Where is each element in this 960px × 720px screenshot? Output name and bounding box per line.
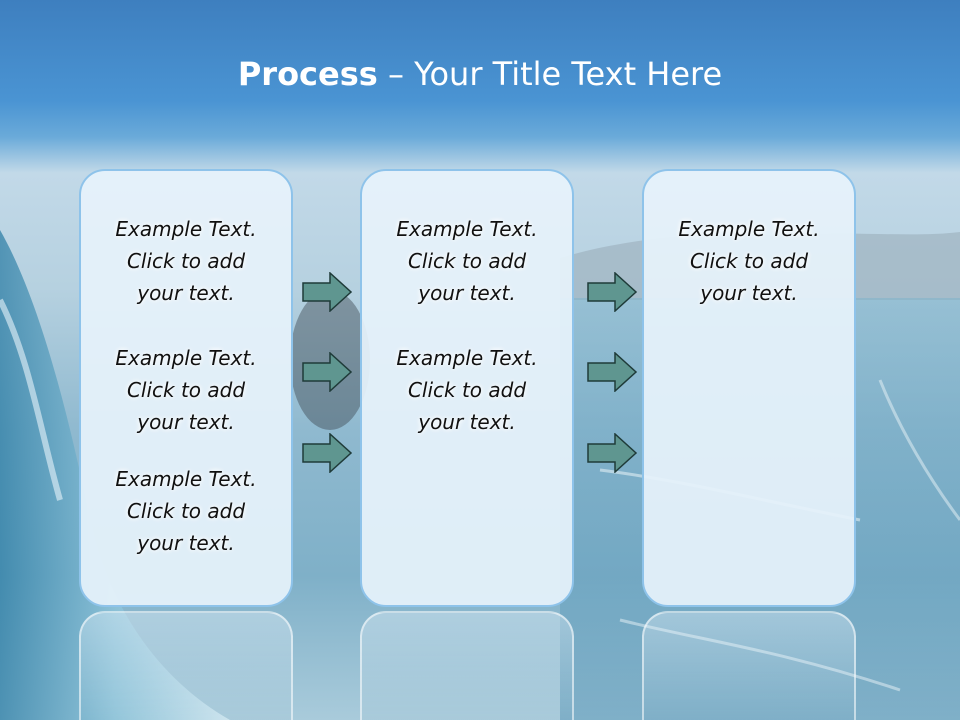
process-panel-2[interactable]: Example Text. Click to add your text. Ex… <box>360 169 574 607</box>
arrow-right-icon <box>302 433 352 473</box>
text-line: Click to add <box>126 378 246 402</box>
title-process: Process <box>237 55 378 93</box>
arrow-right-icon <box>302 272 352 312</box>
process-panel-3[interactable]: Example Text. Click to add your text. <box>642 169 856 607</box>
panel-reflection-3 <box>642 611 856 720</box>
text-block[interactable]: Example Text. Click to add your text. <box>81 463 291 559</box>
text-line: your text. <box>700 281 798 305</box>
arrow-right-icon <box>587 433 637 473</box>
text-line: Example Text. <box>115 467 257 491</box>
process-panel-1[interactable]: Example Text. Click to add your text. Ex… <box>79 169 293 607</box>
text-line: your text. <box>418 281 516 305</box>
title-rest: – Your Title Text Here <box>377 55 723 93</box>
text-block[interactable]: Example Text. Click to add your text. <box>362 213 572 309</box>
arrow-right-icon <box>302 352 352 392</box>
text-block[interactable]: Example Text. Click to add your text. <box>81 213 291 309</box>
text-line: Click to add <box>407 378 527 402</box>
text-line: Example Text. <box>396 217 538 241</box>
arrow-right-icon <box>587 352 637 392</box>
text-line: your text. <box>137 281 235 305</box>
text-line: Click to add <box>126 499 246 523</box>
arrow-right-icon <box>587 272 637 312</box>
slide-title[interactable]: Process – Your Title Text Here <box>0 52 960 96</box>
panel-reflection-2 <box>360 611 574 720</box>
text-line: your text. <box>137 410 235 434</box>
text-block[interactable]: Example Text. Click to add your text. <box>644 213 854 309</box>
text-line: Click to add <box>407 249 527 273</box>
text-line: your text. <box>418 410 516 434</box>
panel-reflection-1 <box>79 611 293 720</box>
text-line: Example Text. <box>115 346 257 370</box>
text-line: your text. <box>137 531 235 555</box>
text-line: Example Text. <box>678 217 820 241</box>
text-line: Example Text. <box>115 217 257 241</box>
text-line: Click to add <box>126 249 246 273</box>
text-line: Example Text. <box>396 346 538 370</box>
text-line: Click to add <box>689 249 809 273</box>
text-block[interactable]: Example Text. Click to add your text. <box>362 342 572 438</box>
text-block[interactable]: Example Text. Click to add your text. <box>81 342 291 438</box>
